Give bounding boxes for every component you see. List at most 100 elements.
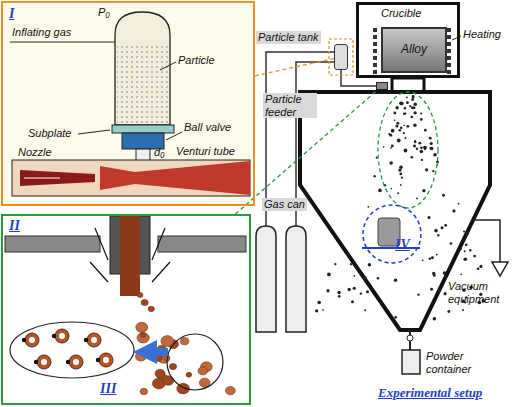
droplet-spray bbox=[186, 372, 192, 377]
gas-jet-arrows bbox=[95, 228, 108, 260]
gas-inlet-pipe bbox=[10, 41, 118, 42]
particle-spray bbox=[350, 263, 352, 265]
dimension-label: d₀ bbox=[154, 146, 165, 159]
gas-jet-arrows bbox=[152, 228, 165, 260]
particle-spray bbox=[416, 148, 419, 151]
pressure-label: P₀ bbox=[98, 6, 110, 19]
droplet-with-particle bbox=[41, 359, 47, 365]
gas-can bbox=[286, 226, 306, 332]
particle-spray bbox=[334, 263, 336, 265]
particle-spray bbox=[399, 173, 402, 176]
particle-spray bbox=[413, 144, 416, 147]
zoom-connector bbox=[235, 90, 377, 214]
particle-spray bbox=[413, 124, 417, 128]
particle-spray bbox=[327, 273, 331, 277]
particle-spray bbox=[393, 112, 396, 115]
particle-spray bbox=[383, 146, 385, 148]
droplet-spray bbox=[140, 388, 148, 394]
inset-number: IV bbox=[395, 237, 410, 253]
particle-spray bbox=[436, 254, 438, 256]
particle-spray bbox=[368, 263, 371, 266]
droplet-with-particle bbox=[25, 333, 39, 347]
particle-spray bbox=[450, 242, 453, 245]
particle-spray bbox=[377, 277, 380, 280]
droplet-with-particle bbox=[22, 338, 26, 342]
droplet-spray bbox=[137, 333, 149, 343]
particle-spray bbox=[434, 229, 438, 233]
particle-spray bbox=[412, 95, 415, 98]
particle-spray bbox=[403, 125, 405, 127]
particle-spray bbox=[436, 161, 439, 164]
particle-spray bbox=[465, 243, 468, 246]
particle-spray bbox=[473, 255, 476, 258]
particle-spray bbox=[400, 126, 403, 129]
particle-tank bbox=[115, 12, 170, 125]
panel-ground bbox=[1, 214, 250, 404]
particle-spray bbox=[317, 301, 321, 305]
particle-spray bbox=[420, 146, 423, 149]
particle-spray bbox=[376, 157, 378, 159]
droplet-spray bbox=[135, 292, 235, 394]
inset-number: III bbox=[100, 381, 116, 397]
leader-line bbox=[160, 62, 176, 70]
particle-spray bbox=[353, 287, 356, 290]
particle-spray bbox=[414, 141, 417, 144]
leader-line bbox=[166, 132, 182, 140]
droplet-with-particle bbox=[96, 358, 100, 362]
particle-spray bbox=[394, 279, 398, 283]
node-label: Alloy bbox=[383, 43, 445, 57]
subplate bbox=[112, 125, 174, 133]
particle-spray bbox=[400, 184, 402, 186]
particle-spray bbox=[428, 216, 431, 219]
heating-coil bbox=[373, 28, 451, 74]
heating-coil bbox=[447, 63, 451, 67]
particle-spray bbox=[462, 309, 464, 311]
droplet-with-particle bbox=[66, 360, 70, 364]
inset-two-drawing bbox=[1, 214, 250, 404]
particle-spray bbox=[399, 102, 403, 106]
chamber-neck bbox=[392, 78, 424, 92]
inset-number: I bbox=[9, 6, 14, 22]
particle-spray bbox=[389, 161, 393, 165]
inset-one-drawing bbox=[1, 1, 255, 206]
gas-can bbox=[256, 226, 276, 332]
part-label: Heating bbox=[463, 28, 501, 41]
particle-spray bbox=[422, 259, 424, 261]
particle-spray bbox=[444, 224, 447, 227]
particle-spray bbox=[373, 175, 375, 177]
droplet-with-particle bbox=[52, 334, 56, 338]
particle-spray bbox=[410, 156, 413, 159]
particle-spray bbox=[409, 105, 411, 107]
particle-spray bbox=[398, 129, 401, 132]
nozzle bbox=[20, 170, 95, 186]
particle-spray bbox=[397, 192, 399, 194]
part-label: Nozzle bbox=[18, 146, 52, 159]
particle-spray bbox=[440, 226, 443, 229]
particle-spray bbox=[416, 197, 418, 199]
particle-spray bbox=[444, 276, 447, 279]
circle-outline bbox=[361, 203, 423, 265]
heating-coil bbox=[447, 49, 451, 53]
particle-spray bbox=[389, 134, 392, 137]
gas-jet-arrows bbox=[90, 228, 170, 282]
heating-coil bbox=[373, 70, 377, 74]
particle-spray bbox=[431, 256, 434, 259]
part-label: Venturi tube bbox=[176, 145, 235, 158]
particle-spray bbox=[366, 290, 369, 293]
leader-line bbox=[78, 130, 110, 134]
zoom-connector bbox=[255, 59, 334, 76]
spray-zone bbox=[378, 92, 438, 208]
particle-spray bbox=[447, 310, 450, 313]
droplet-with-particle bbox=[103, 357, 109, 363]
heating-coil bbox=[373, 42, 377, 46]
particle-spray bbox=[469, 249, 471, 251]
particle-spray bbox=[443, 271, 447, 275]
particle-spray bbox=[363, 276, 367, 280]
nozzle-pipe bbox=[12, 160, 250, 196]
collector-plate bbox=[362, 247, 420, 249]
particle-spray bbox=[424, 129, 427, 132]
droplet-with-particle bbox=[73, 359, 79, 365]
particle-spray bbox=[395, 106, 398, 109]
droplet-spray bbox=[140, 333, 145, 338]
heating-coil bbox=[373, 49, 377, 53]
